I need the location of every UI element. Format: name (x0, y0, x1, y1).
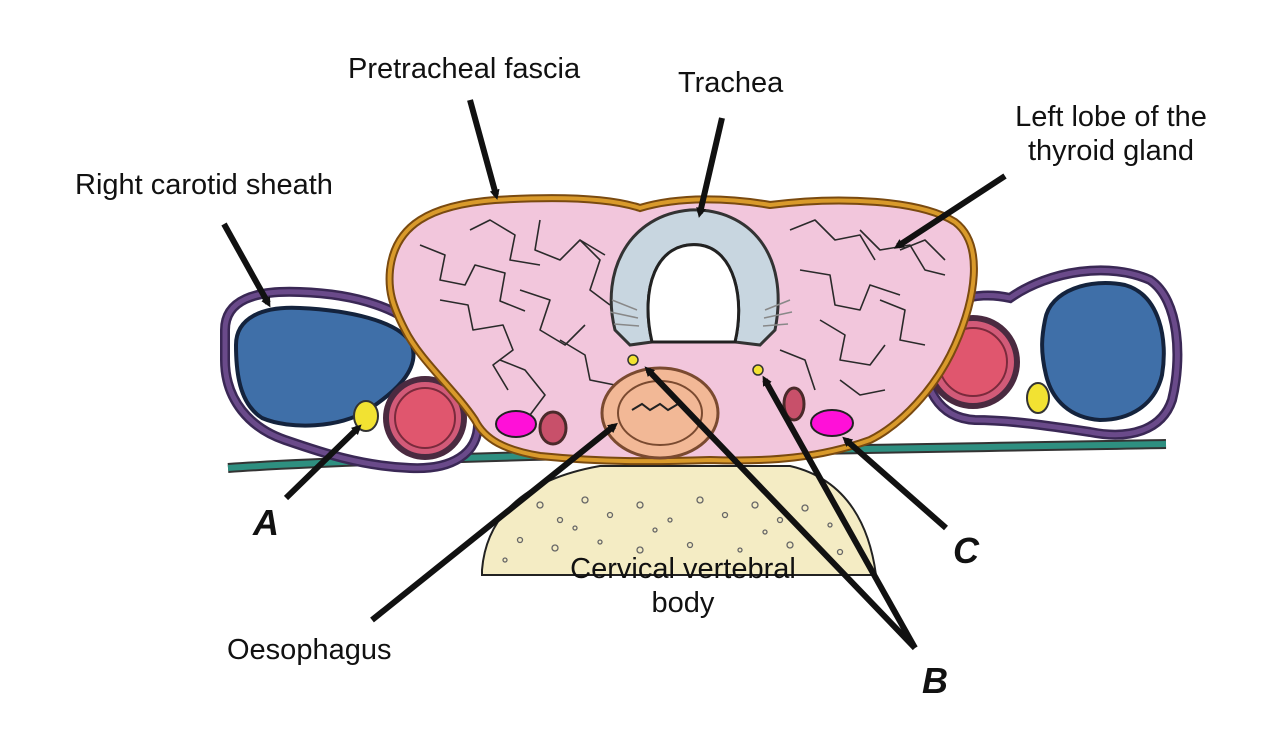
label-right-carotid-sheath: Right carotid sheath (75, 169, 333, 201)
label-left-lobe-thyroid: Left lobe of the thyroid gland (996, 100, 1226, 168)
arrow-b-1 (644, 366, 918, 651)
parathyroid-gland-right (495, 410, 537, 438)
parathyroid-gland-left (810, 409, 854, 437)
left-vagus-nerve (1026, 382, 1050, 414)
arrow-a (283, 424, 362, 501)
label-trachea: Trachea (678, 67, 784, 99)
label-left-lobe-line1: Left lobe of the (1015, 101, 1207, 133)
arrow-right-carotid-sheath (221, 222, 271, 308)
arrow-c (842, 436, 948, 531)
label-pretracheal-fascia: Pretracheal fascia (348, 53, 581, 85)
arrow-b-2 (762, 375, 918, 650)
label-letter-a: A (253, 502, 279, 543)
label-left-lobe-line2: thyroid gland (1027, 135, 1195, 167)
oesophagus-structure (600, 366, 720, 460)
vertebral-body (481, 465, 878, 576)
arrow-trachea (696, 117, 725, 218)
arrow-oesophagus (370, 422, 618, 623)
recurrent-laryngeal-nerve-left (752, 364, 764, 376)
right-vagus-nerve (353, 400, 379, 432)
label-cervical-line1: Cervical vertebral (570, 553, 796, 585)
inferior-thyroid-artery-right (538, 410, 568, 446)
arrow-pretracheal-fascia (467, 99, 500, 200)
inferior-thyroid-artery-left (782, 386, 806, 422)
label-cervical-vertebral-body: Cervical vertebral body (548, 552, 818, 620)
arrow-left-lobe (893, 173, 1007, 249)
label-cervical-line2: body (651, 587, 715, 619)
label-letter-b: B (922, 660, 948, 701)
left-internal-jugular-vein (1040, 281, 1166, 423)
label-letter-c: C (953, 530, 979, 571)
label-oesophagus: Oesophagus (227, 634, 392, 666)
trachea-structure (609, 208, 793, 347)
recurrent-laryngeal-nerve-right (627, 354, 639, 366)
right-internal-jugular-vein (233, 305, 416, 428)
